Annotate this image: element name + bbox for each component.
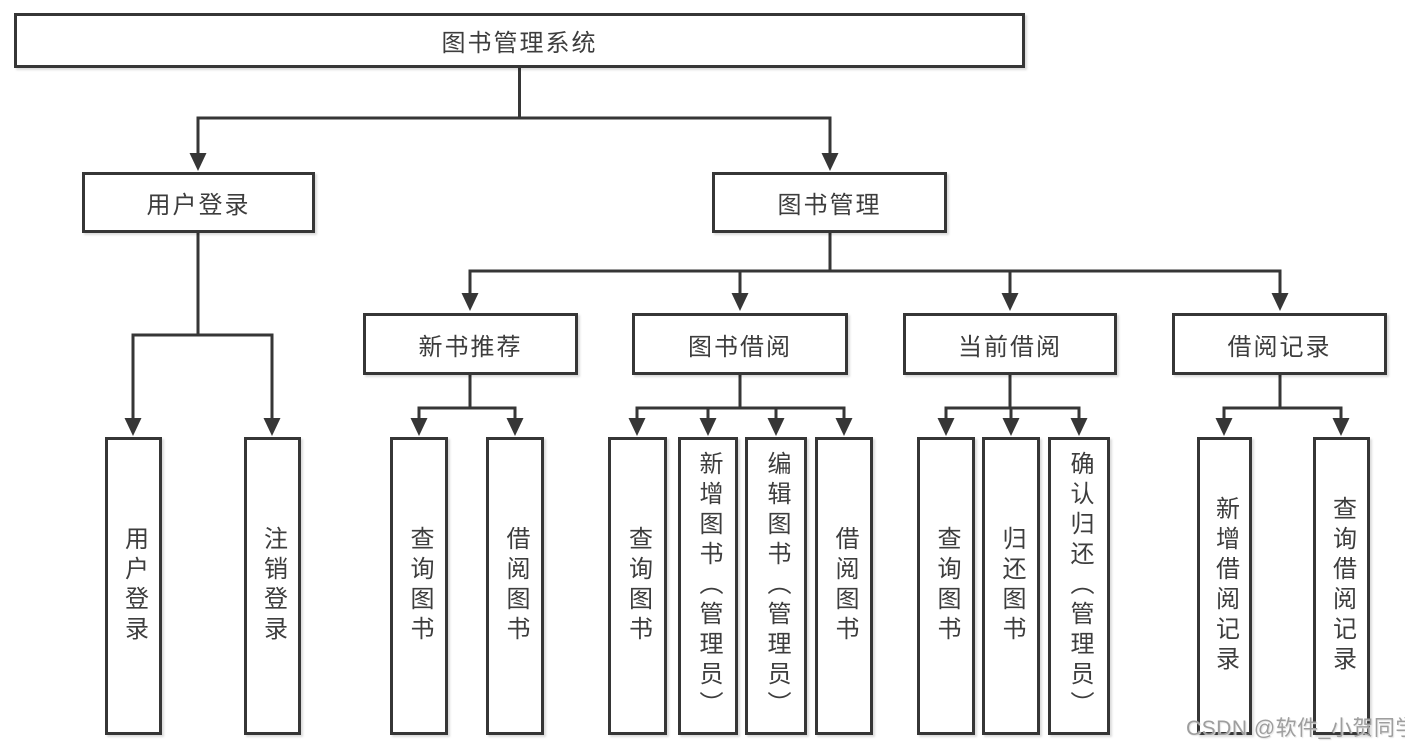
arrowhead: [124, 418, 142, 436]
node-new-book-recommend: 新书推荐: [363, 313, 578, 375]
leaf-query-books-recommend-label: 查询图书: [406, 526, 433, 646]
node-book-management: 图书管理: [712, 172, 947, 233]
leaf-add-books-admin-label: 新增图书（管理员）: [695, 451, 722, 721]
arrowhead: [506, 418, 524, 436]
leaf-add-borrow-record-label: 新增借阅记录: [1211, 496, 1239, 676]
node-library-system: 图书管理系统: [14, 13, 1025, 68]
arrowhead: [821, 153, 839, 171]
connector-root-to-level2: [196, 68, 832, 158]
arrowhead: [189, 153, 207, 171]
leaf-confirm-return-admin: 确认归还（管理员）: [1048, 437, 1110, 735]
node-library-system-label: 图书管理系统: [441, 30, 598, 57]
leaf-logout-label: 注销登录: [259, 526, 287, 646]
arrowhead: [1002, 418, 1020, 436]
node-borrow-records: 借阅记录: [1172, 313, 1387, 375]
arrowhead: [461, 293, 479, 311]
leaf-query-borrow-record: 查询借阅记录: [1313, 437, 1370, 735]
node-user-login: 用户登录: [82, 172, 315, 233]
arrowhead: [767, 418, 785, 436]
leaf-return-books-label: 归还图书: [998, 526, 1025, 646]
leaf-user-login-label: 用户登录: [120, 526, 148, 646]
watermark: CSDN @软件_小贺同学: [1186, 717, 1405, 740]
leaf-borrow-books-recommend-label: 借阅图书: [502, 526, 529, 646]
arrowhead: [1070, 418, 1088, 436]
node-borrow-records-label: 借阅记录: [1227, 333, 1332, 361]
leaf-logout: 注销登录: [244, 437, 301, 735]
leaf-borrow-books-label: 借阅图书: [831, 526, 858, 646]
connector-borrow-records-branch: [1222, 375, 1343, 423]
leaf-query-borrow-record-label: 查询借阅记录: [1328, 496, 1356, 676]
connector-current-borrow-branch: [944, 375, 1081, 423]
connector-book-management-branch: [468, 233, 1282, 299]
node-new-book-recommend-label: 新书推荐: [418, 333, 523, 361]
arrowhead: [699, 418, 717, 436]
leaf-borrow-books: 借阅图书: [815, 437, 873, 735]
connector-user-login-branch: [131, 233, 274, 423]
leaf-borrow-books-recommend: 借阅图书: [486, 437, 544, 735]
node-book-borrow: 图书借阅: [632, 313, 848, 375]
arrowhead: [1001, 293, 1019, 311]
connector-new-book-branch: [417, 375, 517, 423]
node-current-borrow-label: 当前借阅: [958, 333, 1062, 361]
node-current-borrow: 当前借阅: [903, 313, 1117, 375]
arrowhead: [937, 418, 955, 436]
arrowhead: [628, 418, 646, 436]
leaf-add-borrow-record: 新增借阅记录: [1197, 437, 1252, 735]
leaf-query-books-current: 查询图书: [917, 437, 975, 735]
arrowhead: [835, 418, 853, 436]
leaf-edit-books-admin: 编辑图书（管理员）: [745, 437, 807, 735]
node-user-login-label: 用户登录: [146, 192, 251, 219]
leaf-return-books: 归还图书: [982, 437, 1040, 735]
arrowhead: [1332, 418, 1350, 436]
connector-book-borrow-branch: [635, 375, 846, 423]
leaf-edit-books-admin-label: 编辑图书（管理员）: [763, 451, 790, 721]
arrowhead: [263, 418, 281, 436]
leaf-query-books-borrow: 查询图书: [608, 437, 667, 735]
arrowheads: [124, 153, 1350, 436]
leaf-query-books-current-label: 查询图书: [933, 526, 960, 646]
leaf-query-books-recommend: 查询图书: [390, 437, 448, 735]
arrowhead: [410, 418, 428, 436]
node-book-borrow-label: 图书借阅: [688, 333, 792, 361]
arrowhead: [731, 293, 749, 311]
arrowhead: [1215, 418, 1233, 436]
arrowhead: [1271, 293, 1289, 311]
leaf-query-books-borrow-label: 查询图书: [624, 526, 652, 646]
connector-lines: [131, 68, 1343, 423]
leaf-confirm-return-admin-label: 确认归还（管理员）: [1066, 451, 1093, 721]
leaf-user-login: 用户登录: [105, 437, 162, 735]
leaf-add-books-admin: 新增图书（管理员）: [678, 437, 738, 735]
node-book-management-label: 图书管理: [777, 192, 882, 219]
